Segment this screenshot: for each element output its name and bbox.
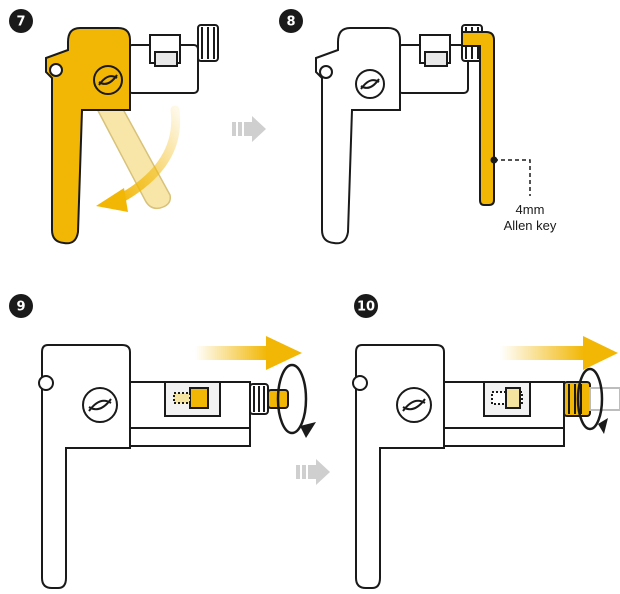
next-step-arrow-icon-2 <box>296 459 330 485</box>
step-10-number: 10 <box>357 300 375 315</box>
step-7-badge: 7 <box>9 9 33 33</box>
pull-direction-arrow-icon <box>500 336 618 370</box>
push-direction-arrow-icon <box>195 336 302 370</box>
chain-tool-body-step10 <box>443 381 620 447</box>
turn-clockwise-icon <box>276 363 316 438</box>
step-9-number: 9 <box>16 300 25 315</box>
step-7-number: 7 <box>16 15 25 30</box>
next-step-arrow-icon <box>232 116 266 142</box>
step-9-badge: 9 <box>9 294 33 318</box>
white-handle-step10 <box>352 344 445 589</box>
turn-counter-clockwise-icon <box>576 367 608 434</box>
callout-tool: Allen key <box>504 218 557 233</box>
yellow-handle <box>45 27 131 245</box>
step-8-panel: 8 4mm Allen key <box>279 9 557 245</box>
step-7-panel: 7 <box>9 9 219 245</box>
chain-tool-body-step7 <box>127 24 219 94</box>
step-10-badge: 10 <box>354 294 378 318</box>
step-8-number: 8 <box>286 15 295 30</box>
step-8-badge: 8 <box>279 9 303 33</box>
rotate-arrow-icon <box>96 105 181 212</box>
step-10-panel: 10 <box>352 294 620 589</box>
step-9-panel: 9 <box>9 294 316 589</box>
allen-key <box>461 31 531 206</box>
callout-size: 4mm <box>516 202 545 217</box>
white-handle-step9 <box>38 344 131 589</box>
white-handle-step8 <box>315 27 401 245</box>
allen-key-callout: 4mm Allen key <box>504 202 557 233</box>
chain-tool-body-step9 <box>129 381 289 447</box>
